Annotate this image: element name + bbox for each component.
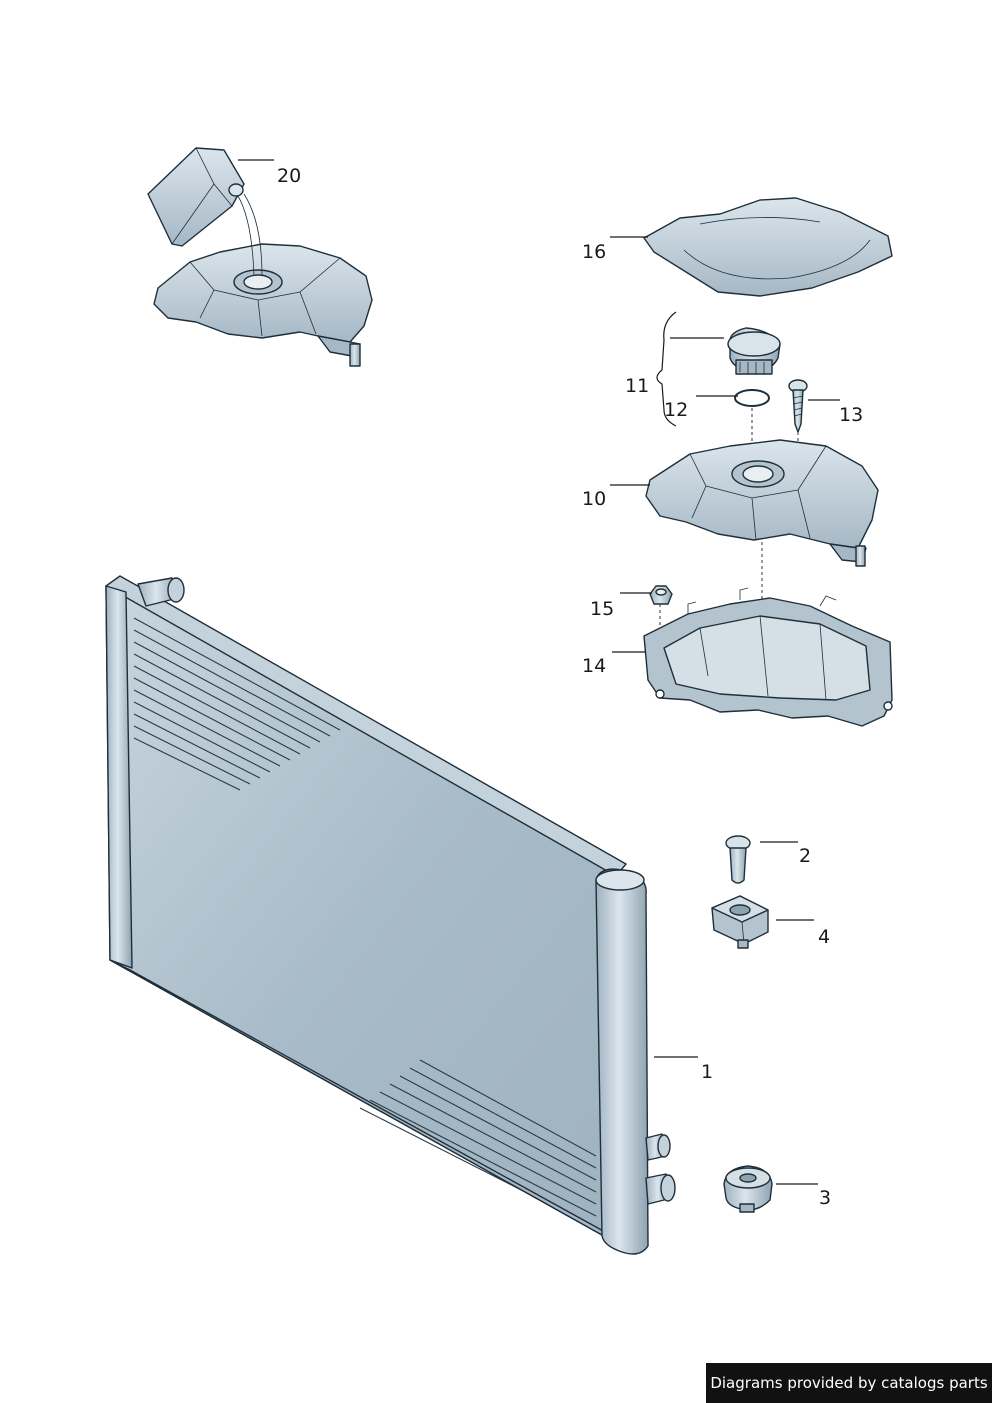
part-14-tank-tray: [643, 587, 893, 727]
part-13-screw: [788, 379, 808, 433]
callout-14: 14: [582, 655, 606, 677]
callout-4: 4: [818, 926, 830, 948]
part-15-nut: [649, 585, 673, 605]
part-1-radiator: [105, 575, 676, 1255]
callout-2: 2: [799, 845, 811, 867]
part-11-filler-cap: [727, 327, 781, 375]
callout-10: 10: [582, 488, 606, 510]
part-2-bolt: [725, 835, 751, 884]
part-12-o-ring: [734, 389, 770, 407]
callout-11: 11: [625, 375, 649, 397]
credit-banner: Diagrams provided by catalogs parts: [706, 1363, 992, 1403]
callout-3: 3: [819, 1187, 831, 1209]
part-4-mounting-bushing: [711, 895, 769, 949]
radiator-fins: [133, 617, 597, 1229]
callout-1: 1: [701, 1061, 713, 1083]
part-16-cover-panel: [643, 197, 893, 297]
callout-13: 13: [839, 404, 863, 426]
callout-12: 12: [664, 399, 688, 421]
leader-lines: [238, 159, 840, 1185]
part-3-rubber-mount: [723, 1165, 773, 1213]
callout-16: 16: [582, 241, 606, 263]
part-20-coolant-bottle-assembly: [147, 147, 373, 367]
bracket-11: [656, 311, 677, 427]
callout-15: 15: [590, 598, 614, 620]
part-10-expansion-tank: [645, 439, 879, 567]
callout-labels: 20 16 11 12 13 10 15 14 2 4 1 3: [277, 165, 863, 1209]
callout-20: 20: [277, 165, 301, 187]
